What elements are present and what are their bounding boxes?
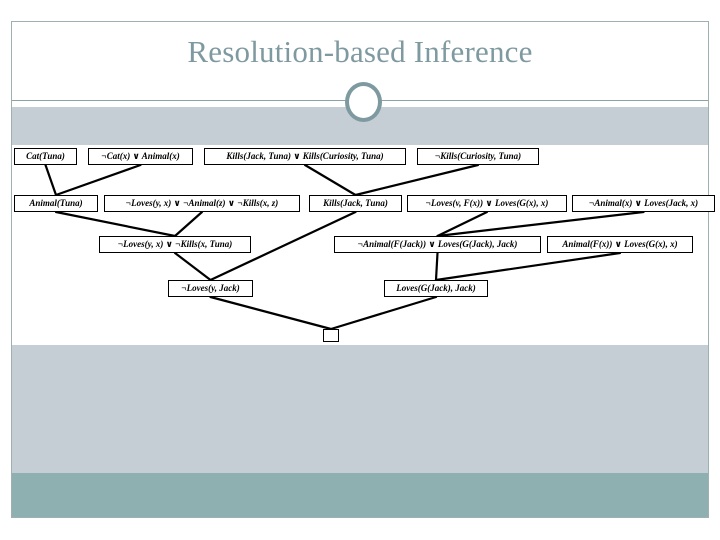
clause-box: ¬Kills(Curiosity, Tuna) xyxy=(417,148,539,165)
proof-edge xyxy=(209,295,333,331)
clause-box: ¬Animal(x) ∨ Loves(Jack, x) xyxy=(572,195,715,212)
clause-box: ¬Cat(x) ∨ Animal(x) xyxy=(88,148,193,165)
proof-edge xyxy=(44,163,58,197)
clause-box: Kills(Jack, Tuna) xyxy=(309,195,402,212)
circle-ornament-icon xyxy=(345,82,382,122)
proof-edge xyxy=(303,163,357,197)
proof-edge xyxy=(434,251,439,282)
page-title: Resolution-based Inference xyxy=(187,34,533,69)
clause-box: Animal(F(x)) ∨ Loves(G(x), x) xyxy=(547,236,693,253)
proof-edge xyxy=(54,210,177,238)
proof-edge xyxy=(54,163,142,197)
empty-clause-box xyxy=(323,329,339,342)
clause-box: ¬Animal(F(Jack)) ∨ Loves(G(Jack), Jack) xyxy=(334,236,541,253)
clause-box: Cat(Tuna) xyxy=(14,148,77,165)
clause-box: Loves(G(Jack), Jack) xyxy=(384,280,488,297)
clause-box: ¬Loves(y, x) ∨ ¬Animal(z) ∨ ¬Kills(x, z) xyxy=(104,195,300,212)
proof-edge xyxy=(354,163,480,197)
proof-edge xyxy=(434,251,622,282)
proof-edge xyxy=(173,251,212,282)
clause-box: Kills(Jack, Tuna) ∨ Kills(Curiosity, Tun… xyxy=(204,148,406,165)
proof-edge xyxy=(209,210,357,282)
proof-edge xyxy=(173,210,204,238)
clause-box: Animal(Tuna) xyxy=(14,195,98,212)
proof-edge xyxy=(329,295,438,331)
proof-edge xyxy=(436,210,645,238)
proof-edge xyxy=(436,210,489,238)
footer-accent-band xyxy=(12,473,708,517)
clause-box: ¬Loves(y, Jack) xyxy=(168,280,253,297)
clause-box: ¬Loves(v, F(x)) ∨ Loves(G(x), x) xyxy=(407,195,567,212)
lower-accent-band xyxy=(12,345,708,473)
clause-box: ¬Loves(y, x) ∨ ¬Kills(x, Tuna) xyxy=(99,236,251,253)
